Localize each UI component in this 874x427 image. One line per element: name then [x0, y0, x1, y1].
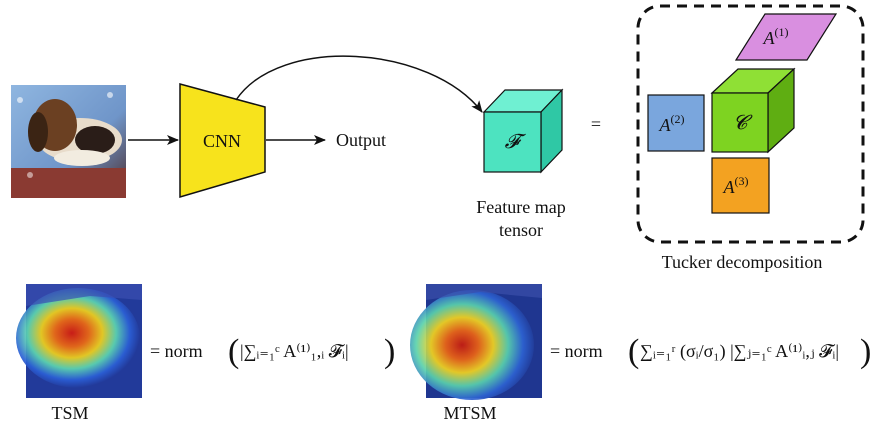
mtsm-formula: = norm ( ∑ᵢ₌₁ʳ (σᵢ/σ₁) |∑ⱼ₌₁ᶜ A⁽¹⁾ᵢ,ⱼ 𝓕ᵢ… — [550, 333, 871, 370]
mtsm-caption: MTSM — [443, 403, 496, 423]
feature-map-cube — [482, 88, 564, 174]
mtsm-formula-prefix: = norm — [550, 341, 603, 361]
tucker-box — [636, 4, 865, 244]
feature-map-caption-line1: Feature map — [476, 197, 565, 217]
factor-a2-label: A(2) — [659, 112, 685, 135]
output-label: Output — [336, 130, 386, 150]
factor-a1-label: A(1) — [763, 25, 789, 48]
tsm-heatmap — [16, 284, 142, 398]
factor-a3-label: A(3) — [723, 174, 749, 197]
tsm-right-paren: ) — [384, 333, 395, 370]
mtsm-heatmap — [410, 284, 542, 400]
feature-map-caption-line2: tensor — [499, 220, 543, 240]
tsm-caption: TSM — [51, 403, 88, 423]
tsm-formula: = norm ( |∑ᵢ₌₁ᶜ A⁽¹⁾₁,ᵢ 𝓕ᵢ| ) — [150, 333, 395, 370]
input-photo — [11, 85, 126, 198]
arrow-cnn-to-feature-map — [235, 55, 483, 113]
cnn-label: CNN — [203, 131, 241, 151]
factor-a3-shape — [711, 157, 770, 214]
core-tensor-cube — [710, 67, 796, 154]
tsm-left-paren: ( — [228, 333, 239, 370]
equals-sign: = — [591, 114, 601, 134]
tucker-caption: Tucker decomposition — [662, 252, 823, 272]
mtsm-right-paren: ) — [860, 333, 871, 370]
tsm-formula-prefix: = norm — [150, 341, 203, 361]
mtsm-formula-body: ∑ᵢ₌₁ʳ (σᵢ/σ₁) |∑ⱼ₌₁ᶜ A⁽¹⁾ᵢ,ⱼ 𝓕ᵢ| — [640, 341, 839, 362]
tsm-formula-body: |∑ᵢ₌₁ᶜ A⁽¹⁾₁,ᵢ 𝓕ᵢ| — [240, 341, 349, 361]
factor-a1-shape — [734, 13, 838, 61]
factor-a2-shape — [647, 94, 705, 152]
mtsm-left-paren: ( — [628, 333, 639, 370]
